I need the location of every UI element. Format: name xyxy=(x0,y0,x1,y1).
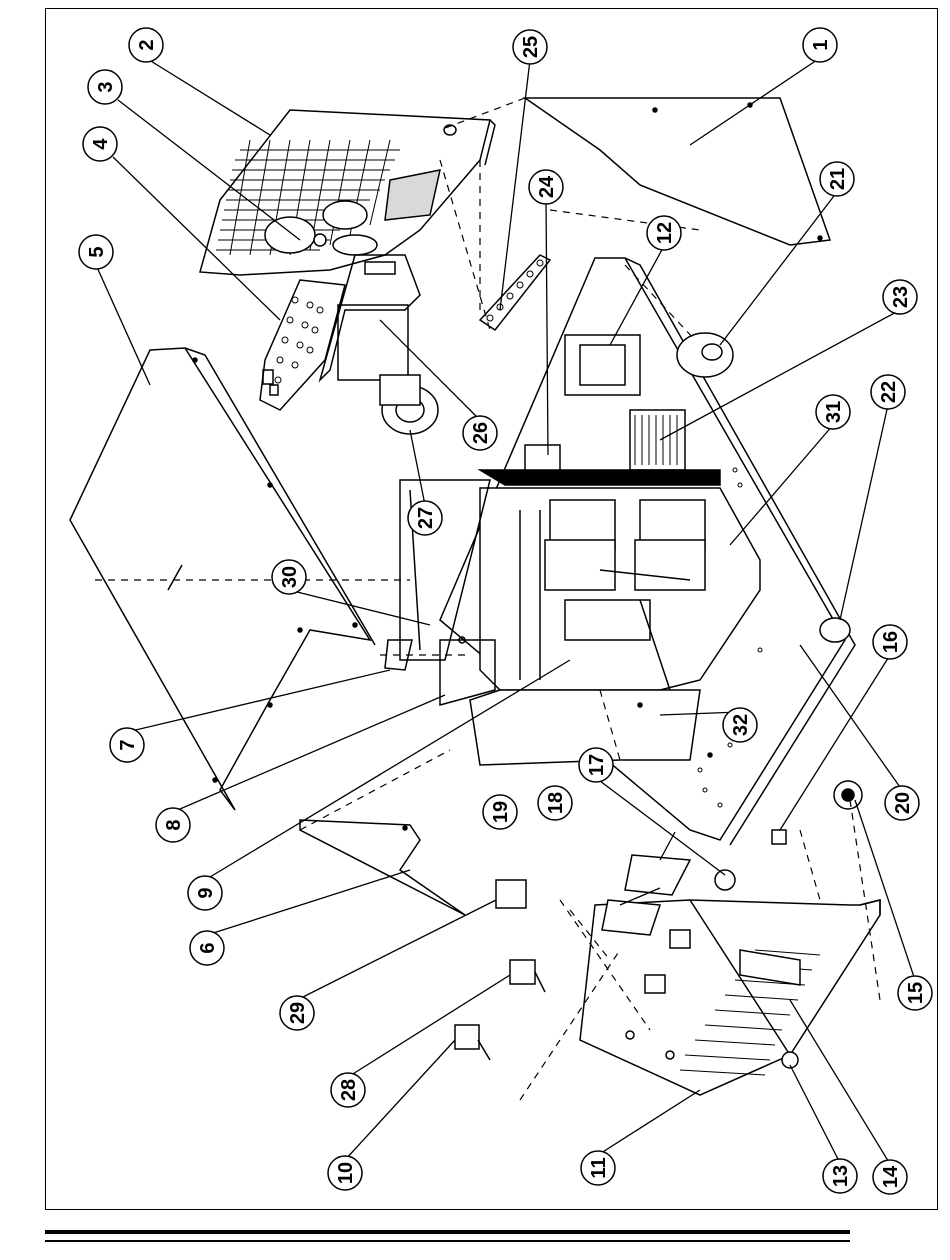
callout-number: 19 xyxy=(490,801,512,823)
callout-number: 17 xyxy=(586,754,608,776)
callout-number: 26 xyxy=(470,422,492,444)
part-heat-sink xyxy=(630,410,685,470)
part-rectifier xyxy=(565,335,640,395)
part-fan-motor xyxy=(380,375,438,434)
callout-15: 15 xyxy=(898,976,932,1010)
part-side-panel-6 xyxy=(300,820,465,915)
callout-number: 30 xyxy=(279,566,301,588)
callout-number: 16 xyxy=(880,631,902,653)
callout-number: 14 xyxy=(880,1165,902,1188)
callout-19: 19 xyxy=(483,795,517,829)
callout-number: 3 xyxy=(95,81,117,92)
callout-7: 7 xyxy=(110,728,144,762)
callout-1: 1 xyxy=(803,28,837,62)
callout-24: 24 xyxy=(529,170,563,204)
callout-8: 8 xyxy=(156,808,190,842)
callout-number: 11 xyxy=(588,1157,610,1178)
callout-11: 11 xyxy=(581,1151,615,1185)
part-socket-15 xyxy=(834,781,862,809)
callout-12: 12 xyxy=(647,216,681,250)
callout-number: 29 xyxy=(287,1002,309,1024)
callout-30: 30 xyxy=(272,560,306,594)
callout-number: 27 xyxy=(415,507,437,529)
callout-number: 18 xyxy=(545,792,567,814)
callout-16: 16 xyxy=(873,625,907,659)
callout-23: 23 xyxy=(883,280,917,314)
callout-number: 25 xyxy=(520,36,542,58)
callout-number: 24 xyxy=(536,175,558,198)
part-fan-blade xyxy=(265,201,377,255)
callout-14: 14 xyxy=(873,1160,907,1194)
part-transformer-frame xyxy=(480,470,760,690)
callout-5: 5 xyxy=(79,235,113,269)
callout-6: 6 xyxy=(190,931,224,965)
callout-number: 9 xyxy=(195,887,217,898)
callout-number: 10 xyxy=(335,1162,357,1184)
callout-10: 10 xyxy=(328,1156,362,1190)
part-switch-29 xyxy=(496,880,526,908)
callout-28: 28 xyxy=(331,1073,365,1107)
part-switch-17 xyxy=(715,870,735,890)
callout-number: 23 xyxy=(890,286,912,308)
callout-4: 4 xyxy=(83,127,117,161)
callout-22: 22 xyxy=(871,375,905,409)
callout-number: 21 xyxy=(827,168,849,190)
callout-27: 27 xyxy=(408,501,442,535)
part-foot-22 xyxy=(820,618,850,642)
callout-number: 8 xyxy=(163,819,185,830)
callout-25: 25 xyxy=(513,30,547,64)
callout-number: 5 xyxy=(86,246,108,257)
part-switch-10 xyxy=(455,1025,490,1060)
callout-number: 32 xyxy=(730,714,752,736)
callout-number: 6 xyxy=(197,942,219,953)
footer-rule-thick xyxy=(45,1230,850,1234)
callout-29: 29 xyxy=(280,996,314,1030)
callout-20: 20 xyxy=(885,786,919,820)
callout-number: 28 xyxy=(338,1079,360,1101)
callout-number: 2 xyxy=(136,39,158,50)
callout-number: 22 xyxy=(878,381,900,403)
part-fan-bracket xyxy=(260,280,345,410)
callout-18: 18 xyxy=(538,786,572,820)
callout-17: 17 xyxy=(579,748,613,782)
callout-number: 12 xyxy=(654,222,676,244)
part-fuse-16 xyxy=(772,830,786,844)
part-motor-bracket xyxy=(320,255,420,380)
footer-rule-thin xyxy=(45,1240,850,1242)
callout-number: 20 xyxy=(892,792,914,814)
callout-number: 13 xyxy=(830,1165,852,1187)
part-terminal-strip xyxy=(480,255,550,330)
callout-number: 1 xyxy=(810,39,832,50)
callout-32: 32 xyxy=(723,708,757,742)
callout-number: 31 xyxy=(823,401,845,423)
part-pcb-19 xyxy=(602,900,660,935)
part-switch-28 xyxy=(510,960,545,992)
callout-9: 9 xyxy=(188,876,222,910)
callout-21: 21 xyxy=(820,162,854,196)
callout-3: 3 xyxy=(88,70,122,104)
callout-number: 7 xyxy=(117,739,139,750)
callout-26: 26 xyxy=(463,416,497,450)
callout-13: 13 xyxy=(823,1159,857,1193)
callout-number: 15 xyxy=(905,982,927,1004)
callout-31: 31 xyxy=(816,395,850,429)
callout-2: 2 xyxy=(129,28,163,62)
callout-number: 4 xyxy=(90,138,112,150)
